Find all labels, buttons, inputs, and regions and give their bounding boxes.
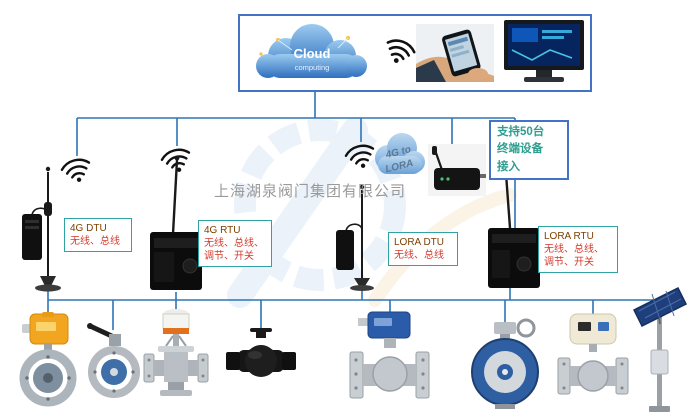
cloud-platform-box: Cloud computing [238,14,592,92]
device-label-lora-rtu: LORA RTU 无线、总线、 调节、开关 [538,226,618,273]
device-name-4g-dtu: 4G DTU [70,223,107,234]
support-capacity-note: 支持50台 终端设备 接入 [489,120,569,180]
solar-power-pole-image [632,286,688,412]
device-label-4g-rtu: 4G RTU 无线、总线、 调节、开关 [198,220,272,267]
gateway-router-photo [428,144,486,196]
support-line-2: 终端设备 [497,143,543,156]
wifi-signal-icon-3 [344,144,375,168]
mobile-phone-photo [416,24,494,82]
cloud-computing-graphic: Cloud computing [256,24,367,78]
dtu-lora-antenna-device [336,184,374,291]
valve-electric-butterfly-image [19,312,77,407]
valve-electric-flanged-ball-image [349,311,430,399]
device-features-4g-rtu-1: 无线、总线、 [204,238,264,249]
cloud-title: Cloud [294,46,331,61]
wifi-signal-icon-1 [60,158,91,182]
device-label-lora-dtu: LORA DTU 无线、总线 [388,232,458,266]
device-name-lora-dtu: LORA DTU [394,237,445,248]
device-label-4g-dtu: 4G DTU 无线、总线 [64,218,132,252]
rtu-lora-device [488,155,540,288]
dtu-4g-antenna-device [22,166,61,292]
valve-gate-actuated-image [143,309,209,396]
device-features-lora-rtu-1: 无线、总线、 [544,244,604,255]
valve-blue-butterfly-gear-image [471,318,539,409]
wifi-signal-icon-cloud [386,39,416,63]
gateway-4g-to-lora-cloud: 4G to LORA [375,133,425,175]
device-name-lora-rtu: LORA RTU [544,231,594,242]
valve-black-ball-image [226,328,296,377]
rtu-4g-device [150,155,202,290]
device-features-4g-dtu: 无线、总线 [70,236,120,247]
support-line-3: 接入 [497,160,520,173]
company-watermark-text: 上海湖泉阀门集团有限公司 [214,183,407,200]
valve-lever-butterfly-image [87,323,140,398]
device-features-lora-rtu-2: 调节、开关 [544,257,594,268]
device-name-4g-rtu: 4G RTU [204,225,241,236]
computer-monitor-photo [504,20,584,82]
support-line-1: 支持50台 [497,126,545,138]
device-features-lora-dtu: 无线、总线 [394,250,444,261]
valve-cream-actuator-ball-image [557,313,629,395]
cloud-subtitle: computing [295,63,330,72]
device-features-4g-rtu-2: 调节、开关 [204,251,254,262]
